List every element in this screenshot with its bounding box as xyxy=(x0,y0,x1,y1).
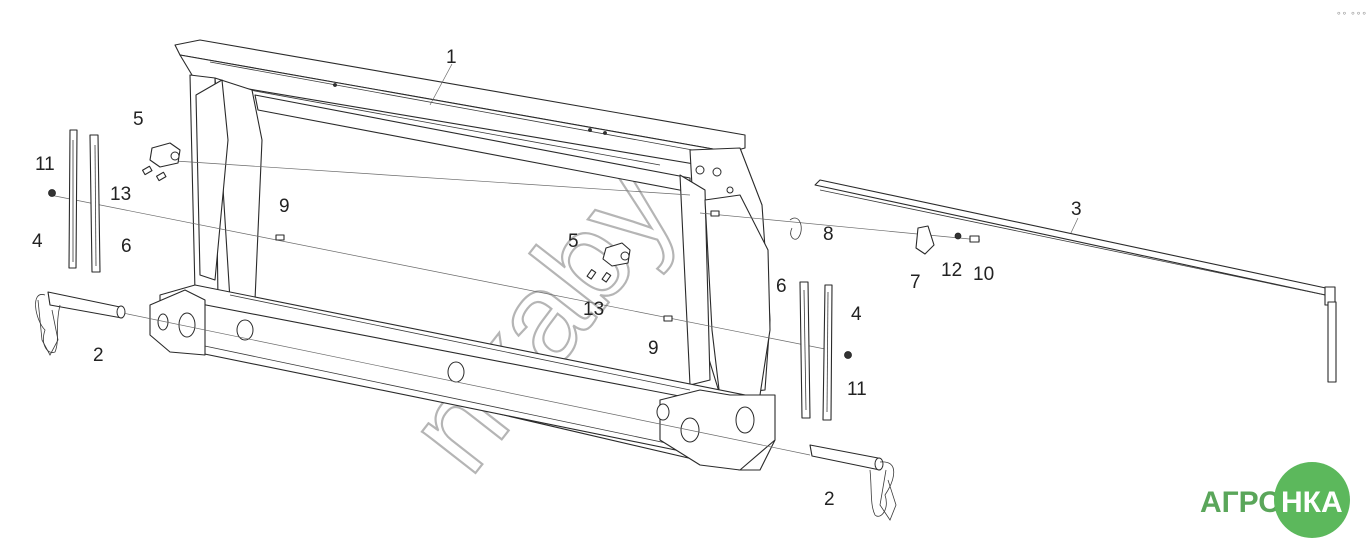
pin-part-2-right xyxy=(809,444,897,521)
label-8: 8 xyxy=(823,224,834,245)
agronka-logo: АГРО НКА xyxy=(1200,462,1350,538)
label-6-right: 6 xyxy=(776,276,787,297)
label-2-left: 2 xyxy=(93,345,104,366)
block-part-5-right xyxy=(602,242,631,267)
main-frame xyxy=(149,39,776,471)
label-11-left: 11 xyxy=(35,154,55,175)
label-9-left: 9 xyxy=(279,196,290,217)
corner-mark: ∘∘ ∘∘∘ xyxy=(1336,9,1367,19)
logo-text-left: АГРО xyxy=(1200,486,1282,519)
leader-lines xyxy=(49,63,1079,456)
pin-part-2-left xyxy=(35,291,126,356)
label-2-right: 2 xyxy=(824,489,835,510)
label-6-left: 6 xyxy=(121,236,132,257)
strips-left xyxy=(68,129,101,273)
label-5-left: 5 xyxy=(133,109,144,130)
label-13-right: 13 xyxy=(583,299,604,320)
label-9-right: 9 xyxy=(648,338,659,359)
fasteners xyxy=(48,189,980,359)
strips-right xyxy=(799,281,833,421)
bar-part-3 xyxy=(814,179,1337,383)
logo-text-circle: НКА xyxy=(1281,486,1343,519)
label-10: 10 xyxy=(973,264,994,285)
label-5-right: 5 xyxy=(568,231,579,252)
label-4-right: 4 xyxy=(851,304,862,325)
label-1: 1 xyxy=(446,47,457,68)
label-11-right: 11 xyxy=(847,379,867,400)
block-part-5-left xyxy=(149,142,181,168)
label-4-left: 4 xyxy=(32,231,43,252)
label-7: 7 xyxy=(910,272,921,293)
label-12: 12 xyxy=(941,260,962,281)
logo-circle xyxy=(1274,462,1350,538)
part-labels: 1 2 2 3 4 4 5 5 6 6 7 8 9 9 10 11 11 12 … xyxy=(32,47,1082,510)
label-13-left: 13 xyxy=(110,184,131,205)
label-3: 3 xyxy=(1071,199,1082,220)
small-pins-13 xyxy=(141,165,612,283)
